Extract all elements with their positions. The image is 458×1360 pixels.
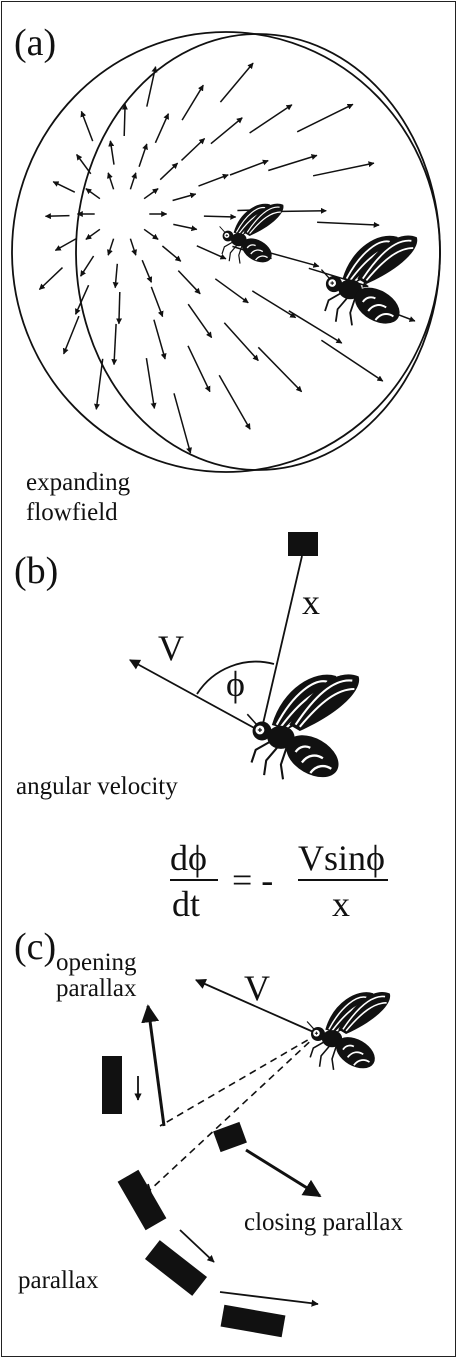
flow-vector	[275, 211, 326, 212]
object-middle	[118, 1170, 167, 1230]
object-far-left	[102, 1056, 122, 1114]
flow-vector	[174, 393, 191, 453]
flow-vector	[108, 239, 113, 256]
object-lower	[145, 1240, 207, 1296]
flow-vector	[39, 268, 62, 290]
object-bottom	[221, 1305, 286, 1337]
flow-vector	[182, 85, 203, 120]
bee-icon	[247, 674, 359, 785]
flow-vector	[270, 253, 319, 266]
velocity-label-c: V	[244, 970, 270, 1006]
flow-vector	[178, 271, 200, 294]
flow-vector	[155, 114, 168, 143]
flow-vector	[144, 229, 158, 239]
angle-label: ϕ	[226, 666, 245, 702]
flow-vector	[55, 239, 76, 251]
flow-vector	[119, 292, 120, 324]
flowfield-caption-line1: expanding	[26, 470, 130, 496]
flow-vector	[188, 304, 211, 337]
flow-vector	[173, 194, 196, 201]
flow-vector	[160, 163, 177, 180]
flow-vector	[142, 260, 151, 282]
flow-vector	[124, 104, 125, 136]
closing-parallax-label: closing parallax	[244, 1210, 403, 1236]
flow-vector	[96, 359, 102, 410]
flow-vector	[289, 311, 342, 343]
flow-vector	[258, 347, 301, 391]
distance-label: x	[302, 584, 320, 620]
flow-vector	[53, 182, 75, 193]
flow-vector	[215, 279, 248, 303]
equation-lhs-numerator: dϕ	[170, 840, 207, 876]
flow-vector	[224, 323, 258, 361]
flow-vector	[139, 144, 147, 167]
flowfield-caption-line2: flowfield	[26, 500, 118, 526]
flow-vector	[313, 163, 374, 176]
flow-vector	[130, 173, 135, 190]
panel-a-drawing	[12, 32, 440, 472]
opening-parallax-line2: parallax	[56, 976, 137, 1002]
flow-vector	[230, 161, 268, 175]
opening-parallax-arrow	[148, 1006, 164, 1126]
flow-vector	[188, 346, 210, 392]
flow-vector	[46, 216, 70, 217]
flow-vector	[130, 239, 135, 256]
panel-a-label: (a)	[14, 24, 56, 62]
flow-vector	[219, 375, 250, 429]
flow-vector	[110, 141, 114, 165]
flow-vector	[211, 118, 242, 144]
panel-b-drawing	[130, 532, 388, 880]
equation-lhs-denominator: dt	[172, 886, 200, 922]
object-motion-arrow	[180, 1230, 214, 1262]
flow-vector	[108, 173, 113, 190]
flow-vector	[114, 324, 116, 365]
panel-b-label: (b)	[14, 552, 58, 590]
flow-vector	[321, 340, 382, 381]
flow-vector	[86, 189, 100, 199]
flow-vector	[81, 256, 94, 276]
parallax-label: parallax	[18, 1268, 99, 1294]
flow-vector	[81, 111, 92, 141]
opening-parallax-line1: opening	[56, 950, 137, 976]
equation-equals: = -	[232, 862, 273, 898]
flow-vector	[182, 139, 205, 161]
equation-rhs-numerator: Vsinϕ	[298, 840, 385, 876]
panel-c-drawing	[102, 980, 390, 1337]
flow-vector	[173, 224, 197, 229]
sight-line	[160, 1034, 318, 1126]
bee-icon-c	[307, 992, 390, 1075]
flow-vector	[250, 105, 292, 133]
flow-vector	[146, 358, 154, 408]
angular-velocity-caption: angular velocity	[16, 774, 178, 800]
flow-vector	[154, 320, 165, 359]
flow-vector	[144, 189, 158, 199]
flow-vector	[204, 216, 236, 217]
flow-vector	[77, 155, 91, 174]
sight-line	[150, 1034, 318, 1190]
flow-vector	[162, 246, 180, 261]
flow-vector	[252, 291, 295, 318]
velocity-label: V	[158, 630, 184, 666]
target-object	[288, 532, 318, 556]
flow-vector	[64, 316, 79, 354]
bee-small-icon	[220, 204, 284, 268]
flow-vector	[199, 175, 229, 186]
flow-vector	[197, 246, 226, 259]
equation-rhs-denominator: x	[332, 886, 350, 922]
flow-vector	[317, 222, 379, 225]
object-motion-arrow	[220, 1292, 318, 1304]
flow-vector	[86, 229, 100, 239]
flow-vector	[268, 155, 317, 170]
flow-vector	[115, 264, 117, 288]
flow-vector	[151, 287, 162, 317]
flow-vector	[147, 67, 156, 107]
closing-parallax-arrow	[246, 1150, 320, 1196]
flow-vector	[220, 63, 253, 102]
panel-c-label: (c)	[14, 928, 56, 966]
flow-vector	[297, 104, 353, 132]
